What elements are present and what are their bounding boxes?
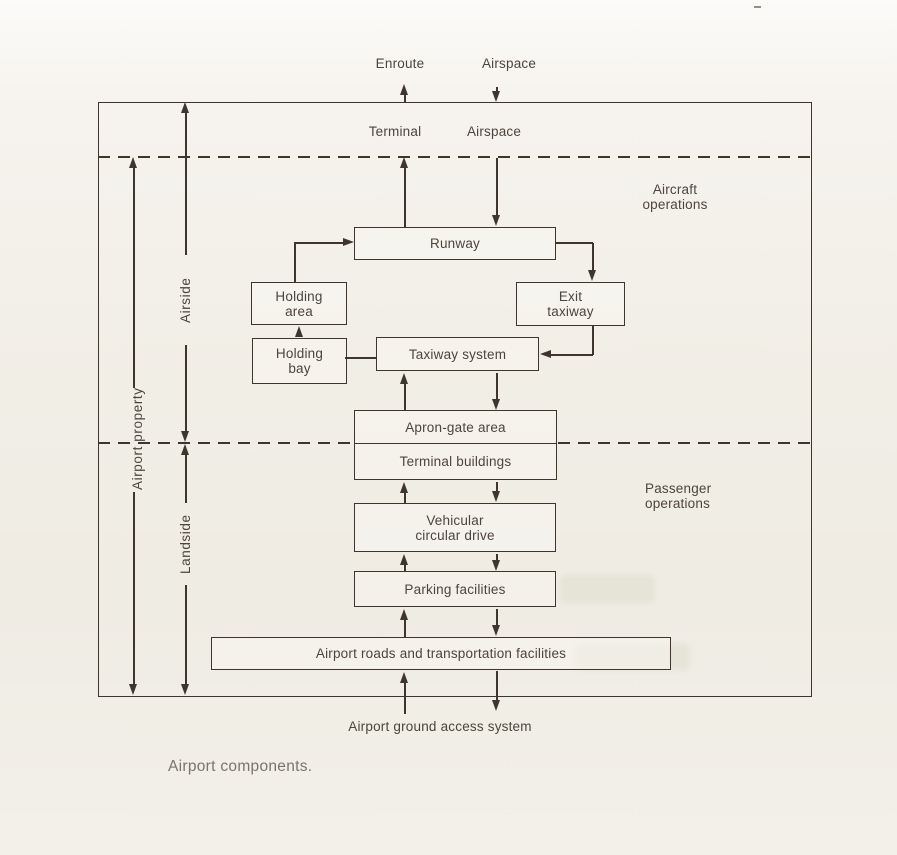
- runway-to-exit-vline: [592, 243, 594, 271]
- apron-to-taxiway-arrow: [400, 373, 408, 384]
- enroute-up-arrow: [400, 84, 408, 95]
- exit-to-taxiway-arrow: [540, 350, 551, 358]
- parking-facilities-box: Parking facilities: [354, 571, 556, 607]
- terminal-airspace-dashed-line: [98, 156, 810, 158]
- roads-to-parking-arrow: [400, 609, 408, 620]
- vehicular-line2: circular drive: [415, 527, 495, 543]
- airport-property-label: Airport property: [130, 387, 145, 491]
- runway-to-exit-hline: [556, 242, 593, 244]
- aircraft-operations-line1: Aircraft: [652, 182, 698, 197]
- enroute-label: Enroute: [375, 56, 425, 71]
- airside-arrow-top: [181, 102, 189, 113]
- airport-roads-label: Airport roads and transportation facilit…: [315, 646, 567, 661]
- airside-landside-dashed-line-left: [98, 442, 354, 444]
- vehicular-to-terminal-line: [404, 493, 406, 503]
- vehicular-circular-drive-box: Vehicular circular drive: [354, 503, 556, 552]
- airspace-to-runway-line: [496, 158, 498, 216]
- ground-to-roads-arrow: [400, 672, 408, 683]
- passenger-operations-line2: operations: [645, 496, 711, 511]
- airport-roads-box: Airport roads and transportation facilit…: [211, 637, 671, 670]
- enroute-line: [404, 95, 406, 102]
- exit-taxiway-box: Exit taxiway: [516, 282, 625, 326]
- airport-property-arrow-bottom: [129, 684, 137, 695]
- exit-taxiway-line2: taxiway: [547, 304, 594, 319]
- airside-arrow-bottom: [181, 431, 189, 442]
- holding-area-line2: area: [285, 303, 313, 319]
- vehicular-to-parking-line: [496, 554, 498, 562]
- passenger-operations-line1: Passenger: [645, 481, 712, 496]
- aircraft-operations-label: Aircraft operations: [625, 182, 725, 212]
- landside-arrow-top: [181, 444, 189, 455]
- landside-line-lower: [185, 585, 187, 685]
- runway-to-exit-arrow: [588, 270, 596, 281]
- parking-to-vehicular-line: [404, 565, 406, 572]
- vehicular-to-parking-arrow: [492, 560, 500, 571]
- passenger-operations-label: Passenger operations: [645, 481, 755, 511]
- airport-property-line-lower: [133, 492, 135, 686]
- holding-area-to-runway-hline: [294, 242, 344, 244]
- taxiway-to-apron-line: [496, 373, 498, 400]
- runway-to-airspace-line: [404, 168, 406, 227]
- taxiway-to-apron-arrow: [492, 399, 500, 410]
- holding-area-to-runway-vline: [294, 243, 296, 282]
- holding-bay-to-taxiway-line: [345, 357, 376, 359]
- airside-line-upper: [185, 113, 187, 255]
- airport-property-boundary: [98, 102, 812, 697]
- airside-label: Airside: [178, 277, 193, 323]
- airspace-inner-label: Airspace: [466, 124, 522, 139]
- exit-to-taxiway-hline: [551, 354, 593, 356]
- holding-area-box: Holding area: [251, 282, 347, 325]
- airspace-in-line: [496, 87, 498, 92]
- terminal-buildings-label: Terminal buildings: [399, 454, 512, 469]
- holding-bay-to-area-arrow: [295, 326, 303, 337]
- holding-bay-line1: Holding: [275, 346, 324, 361]
- figure-caption: Airport components.: [168, 758, 313, 775]
- parking-to-roads-arrow: [492, 625, 500, 636]
- runway-box: Runway: [354, 227, 556, 260]
- holding-bay-line2: bay: [288, 361, 311, 376]
- terminal-buildings-cell: Terminal buildings: [355, 444, 556, 479]
- apron-gate-area-label: Apron-gate area: [405, 419, 506, 435]
- taxiway-system-box: Taxiway system: [376, 337, 539, 371]
- airspace-to-runway-arrow: [492, 215, 500, 226]
- runway-label: Runway: [430, 236, 480, 251]
- roads-to-parking-line: [404, 620, 406, 637]
- airspace-down-arrow: [492, 91, 500, 102]
- airport-property-arrow-top: [129, 157, 137, 168]
- apron-gate-area-cell: Apron-gate area: [355, 411, 556, 444]
- terminal-to-vehicular-line: [496, 482, 498, 492]
- roads-to-ground-line: [496, 671, 498, 701]
- terminal-to-vehicular-arrow: [492, 491, 500, 502]
- aircraft-operations-line2: operations: [642, 197, 708, 212]
- exit-to-taxiway-vline: [592, 325, 594, 355]
- landside-line-upper: [185, 455, 187, 503]
- ground-access-label: Airport ground access system: [348, 719, 532, 734]
- scan-artifact: [560, 575, 655, 603]
- vehicular-to-terminal-arrow: [400, 482, 408, 493]
- airside-line-lower: [185, 345, 187, 432]
- scan-speck: [754, 6, 761, 8]
- vehicular-line1: Vehicular: [426, 512, 484, 528]
- landside-arrow-bottom: [181, 684, 189, 695]
- exit-taxiway-line1: Exit: [558, 289, 583, 304]
- parking-to-roads-line: [496, 609, 498, 626]
- airside-landside-dashed-line-right: [558, 442, 810, 444]
- landside-label: Landside: [178, 514, 193, 574]
- parking-facilities-label: Parking facilities: [404, 581, 506, 597]
- apron-to-taxiway-line: [404, 384, 406, 411]
- apron-terminal-box: Apron-gate area Terminal buildings: [354, 410, 557, 480]
- runway-to-airspace-arrow: [400, 157, 408, 168]
- holding-bay-box: Holding bay: [252, 338, 347, 384]
- ground-to-roads-line: [404, 683, 406, 714]
- taxiway-system-label: Taxiway system: [408, 346, 507, 362]
- parking-to-vehicular-arrow: [400, 554, 408, 565]
- airspace-outer-label: Airspace: [481, 56, 537, 71]
- terminal-label: Terminal: [368, 124, 422, 139]
- holding-area-line1: Holding: [275, 288, 323, 304]
- roads-to-ground-arrow: [492, 700, 500, 711]
- holding-area-to-runway-arrow: [343, 238, 354, 246]
- airport-property-line-upper: [133, 168, 135, 388]
